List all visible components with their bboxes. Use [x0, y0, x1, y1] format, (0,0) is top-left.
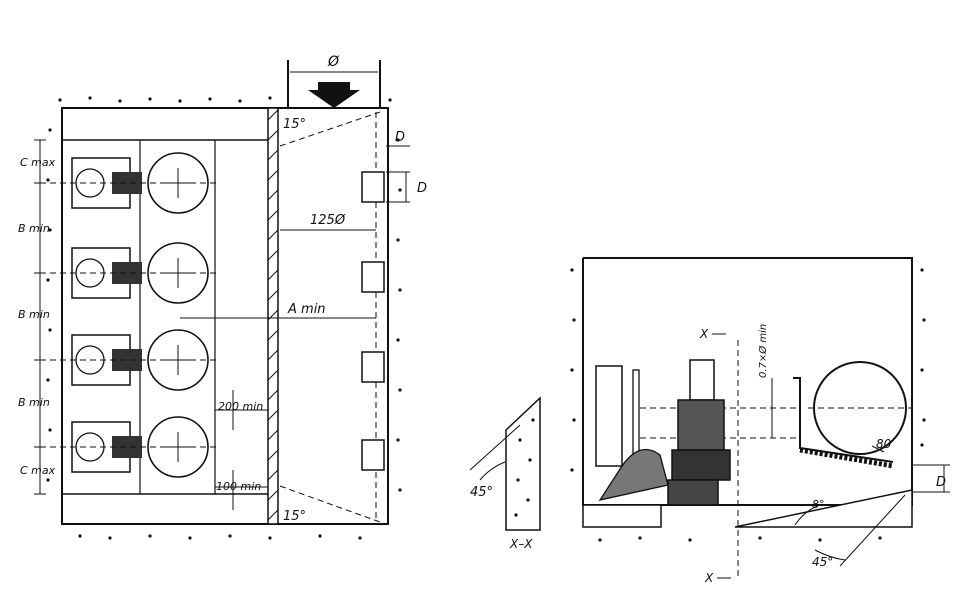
- inflow-arrow-icon: [308, 82, 360, 108]
- angle-45-bottom-label: 45°: [812, 555, 833, 569]
- dimension-d-top-label: D: [395, 130, 405, 145]
- angle-8-label: 8°: [812, 498, 825, 511]
- floor-slab: [582, 504, 662, 528]
- a-min-label: A min: [287, 302, 326, 317]
- inlet-diameter-label: Ø: [327, 54, 340, 70]
- cut-x-top-label: X: [699, 327, 709, 341]
- c-max-bottom-label: C max: [20, 464, 56, 477]
- left-dimension-chain: [34, 139, 220, 495]
- spacing-100-label: 100 min: [216, 480, 261, 493]
- section-xx-view: 45° X–X: [469, 396, 541, 551]
- spacing-200-label: 200 min: [218, 400, 263, 413]
- inlet-angle-top-label: 15°: [283, 117, 306, 132]
- c-max-top-label: C max: [20, 156, 56, 169]
- b-min-1-label: B min: [18, 222, 50, 235]
- concrete-hatch: [46, 96, 402, 540]
- angle-45-left-label: 45°: [470, 485, 493, 500]
- submergence-label: 0.7×Ø min: [757, 324, 769, 378]
- sloped-benching: [734, 489, 913, 528]
- b-min-2-label: B min: [18, 308, 50, 321]
- cut-x-bottom-label: X: [704, 571, 714, 585]
- dimension-d-right-label: D: [936, 475, 946, 490]
- elevation-view: X X 0.7×Ø min 80 D 8° 45°: [570, 257, 950, 585]
- inlet-baffle: [793, 377, 894, 463]
- section-label: X–X: [509, 537, 533, 551]
- inlet-angle-bottom-label: 15°: [283, 509, 306, 524]
- dimension-80-label: 80: [876, 437, 892, 451]
- submersible-pump: [598, 359, 731, 506]
- plan-view: Ø 15° 15° D D 125Ø A min C max B min B m…: [18, 54, 427, 540]
- discharge-pipe: [595, 365, 623, 467]
- clearance-125-label: 125Ø: [310, 213, 346, 228]
- discharge-stubs: [361, 171, 385, 471]
- dimension-d-side-label: D: [417, 181, 427, 196]
- inlet-pipe: [279, 60, 381, 523]
- section-xx-wedge: [505, 396, 541, 531]
- baffle-wall: [267, 107, 279, 525]
- b-min-3-label: B min: [18, 396, 50, 409]
